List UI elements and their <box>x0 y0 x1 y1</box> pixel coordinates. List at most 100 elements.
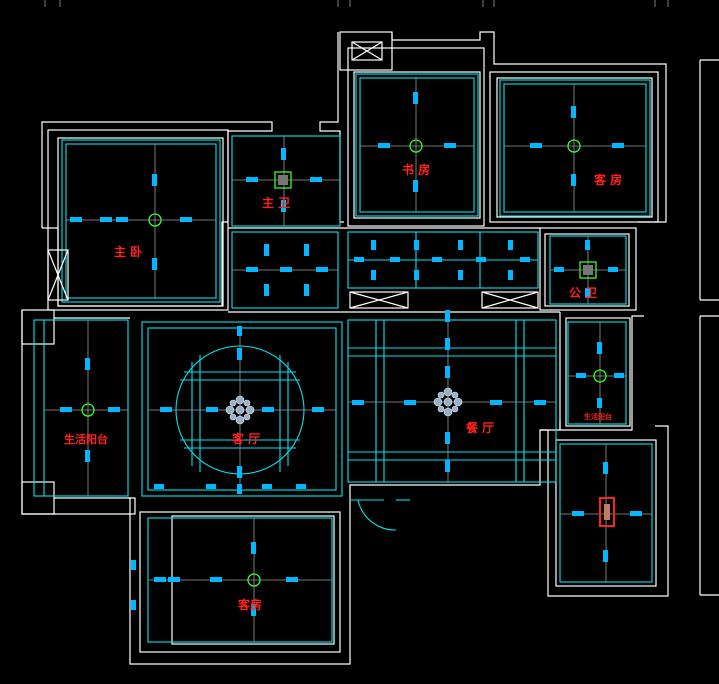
downlight-icon <box>520 257 530 262</box>
downlight-icon <box>281 148 286 160</box>
downlight-icon <box>286 577 298 582</box>
downlight-icon <box>206 407 218 412</box>
downlight-icon <box>404 400 416 405</box>
red-fixture-icon <box>599 497 615 527</box>
downlight-icon <box>597 342 602 354</box>
downlight-icon <box>445 460 450 472</box>
downlight-icon <box>152 174 157 186</box>
downlight-icon <box>85 450 90 462</box>
outer-walls <box>21 31 669 665</box>
right-dimension-line <box>699 59 719 596</box>
downlight-icon <box>444 143 456 148</box>
downlight-icon <box>390 257 400 262</box>
downlight-icon <box>152 258 157 270</box>
downlight-icon <box>154 577 166 582</box>
room-label-guest-bottom: 客房 <box>237 597 262 612</box>
ceiling-light-icon <box>409 139 423 153</box>
downlight-icon <box>251 604 256 616</box>
downlight-icon <box>445 338 450 350</box>
downlight-icon <box>597 398 602 408</box>
downlight-icon <box>603 550 608 562</box>
room-label-public-bath: 公 卫 <box>569 286 597 300</box>
room-label-balcony: 生活阳台 <box>64 432 108 446</box>
downlight-icon <box>490 400 502 405</box>
ceiling-light-icon <box>567 139 581 153</box>
downlight-icon <box>108 407 120 412</box>
downlight-icon <box>534 400 546 405</box>
downlight-icon <box>237 466 242 478</box>
downlight-icon <box>352 400 364 405</box>
ceiling-outlines <box>33 73 653 643</box>
downlight-icon <box>413 92 418 104</box>
exhaust-fan-icon <box>579 261 597 279</box>
downlight-icon <box>378 143 390 148</box>
downlight-icon <box>180 217 192 222</box>
downlight-icon <box>508 270 513 280</box>
downlight-icon <box>304 244 309 256</box>
downlight-icon <box>476 257 486 262</box>
downlight-icon <box>237 348 242 360</box>
ceiling-light-icon <box>247 573 261 587</box>
downlight-icon <box>612 143 624 148</box>
downlight-icon <box>264 244 269 256</box>
downlight-icon <box>432 257 442 262</box>
downlight-icon <box>312 407 324 412</box>
downlight-icon <box>168 577 180 582</box>
ceiling-light-icon <box>148 213 162 227</box>
downlight-icon <box>262 484 272 489</box>
downlight-icon <box>296 484 306 489</box>
downlight-icon <box>571 174 576 186</box>
exhaust-fans <box>274 171 597 279</box>
room-label-small-room: 生活阳台 <box>584 412 612 421</box>
downlight-icon <box>131 560 136 570</box>
downlight-icon <box>572 511 584 516</box>
ceiling-lights <box>81 139 607 587</box>
downlight-icon <box>246 267 258 272</box>
downlight-icon <box>585 240 590 250</box>
downlight-icon <box>246 177 258 182</box>
downlight-icon <box>280 267 292 272</box>
downlight-icon <box>210 577 222 582</box>
downlights <box>60 92 642 616</box>
downlight-icon <box>614 373 624 378</box>
downlight-icon <box>508 240 513 250</box>
ceiling-light-icon <box>593 369 607 383</box>
downlight-icon <box>371 240 376 250</box>
downlight-icon <box>608 267 618 272</box>
downlight-icon <box>100 217 112 222</box>
downlight-icon <box>458 270 463 280</box>
downlight-icon <box>445 366 450 378</box>
downlight-icon <box>262 407 274 412</box>
downlight-icon <box>530 143 542 148</box>
downlight-icon <box>576 373 586 378</box>
downlight-icon <box>237 484 242 494</box>
downlight-icon <box>414 240 419 250</box>
downlight-icon <box>281 200 286 212</box>
downlight-icon <box>251 542 256 554</box>
downlight-icon <box>60 407 72 412</box>
cabinets <box>47 41 539 309</box>
downlight-icon <box>85 358 90 370</box>
room-label-dining: 餐 厅 <box>466 420 494 435</box>
downlight-icon <box>116 217 128 222</box>
exhaust-fan-icon <box>274 171 292 189</box>
downlight-icon <box>316 267 328 272</box>
downlight-icon <box>554 267 564 272</box>
downlight-icon <box>310 177 322 182</box>
downlight-icon <box>413 180 418 192</box>
downlight-icon <box>603 462 608 474</box>
downlight-icon <box>304 284 309 296</box>
downlight-icon <box>445 432 450 444</box>
downlight-icon <box>70 217 82 222</box>
downlight-icon <box>414 270 419 280</box>
chandelier-icon <box>225 395 255 425</box>
downlight-icon <box>571 106 576 118</box>
downlight-icon <box>131 600 136 610</box>
room-label-study: 书 房 <box>402 162 430 177</box>
room-label-living: 客 厅 <box>231 431 260 446</box>
ceiling-light-icon <box>81 403 95 417</box>
downlight-icon <box>264 284 269 296</box>
room-label-master-bath: 主 卫 <box>262 195 290 210</box>
top-ruler-ticks <box>44 0 669 7</box>
